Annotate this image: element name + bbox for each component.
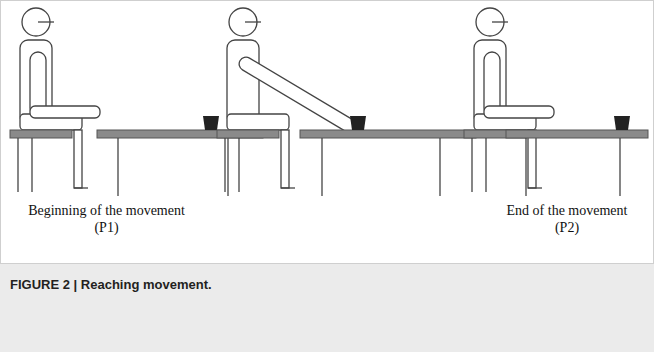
table: [300, 116, 476, 196]
seated-person: [217, 8, 295, 192]
seated-person: [10, 8, 100, 192]
seated-person: [464, 8, 554, 192]
caption-band: [0, 264, 654, 352]
table: [506, 116, 648, 196]
extended-arm: [246, 64, 350, 126]
panel-border: [1, 1, 654, 264]
position-label: Beginning of the movement (P1): [27, 202, 186, 236]
figure-caption: FIGURE 2 | Reaching movement.: [10, 277, 212, 292]
position-label: End of the movement (P2): [503, 202, 631, 236]
